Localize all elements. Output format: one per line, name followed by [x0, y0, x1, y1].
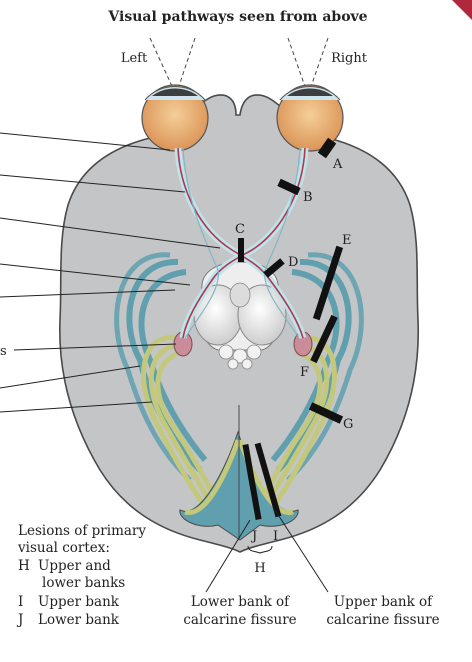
lesion-label-h: H — [254, 561, 265, 576]
diagram-title: Visual pathways seen from above — [107, 9, 367, 25]
lesion-j — [242, 444, 262, 520]
legend-key-j: J — [16, 612, 23, 628]
lower-bank-label-line2: calcarine fissure — [183, 612, 296, 628]
legend-text-i: Upper bank — [38, 594, 120, 610]
lesions — [238, 137, 344, 520]
h-brace — [247, 545, 273, 554]
left-pointer-lines — [0, 132, 221, 413]
upper-bank-label-line2: calcarine fissure — [326, 612, 439, 628]
lesion-b — [277, 178, 301, 196]
lesion-c — [238, 238, 244, 262]
lesion-d — [263, 258, 285, 278]
radiation-teal-inner — [114, 252, 364, 482]
legend-key-h: H — [18, 558, 30, 574]
legend-key-i: I — [18, 594, 23, 610]
legend-text-h: Upper and — [38, 558, 111, 574]
legend-text-h-cont: lower banks — [42, 575, 125, 591]
lesion-label-f: F — [300, 365, 309, 380]
lesion-label-g: G — [343, 417, 353, 432]
lesion-label-c: C — [235, 222, 245, 237]
right-eye — [276, 84, 344, 152]
upper-bank-label-line1: Upper bank of — [334, 594, 433, 610]
lesion-a — [317, 137, 337, 159]
left-label: Left — [121, 51, 148, 66]
lesion-label-a: A — [332, 157, 343, 172]
lesion-label-e: E — [342, 233, 352, 248]
lesion-e — [312, 245, 344, 321]
lesion-label-d: D — [288, 255, 298, 270]
lesion-i — [254, 442, 282, 518]
lower-bank-leader — [205, 519, 251, 593]
lesion-label-i: I — [273, 529, 278, 544]
lesion-label-b: B — [303, 190, 313, 205]
corner-accent — [452, 0, 472, 20]
legend-text-j: Lower bank — [38, 612, 120, 628]
left-cutoff-label: s — [0, 344, 7, 359]
right-label: Right — [331, 51, 368, 66]
lesion-f — [310, 314, 338, 364]
legend-title-line1: Lesions of primary — [18, 523, 146, 539]
thalamus — [193, 261, 287, 370]
cortex-olive-left — [184, 439, 241, 515]
upper-bank-leader — [274, 509, 329, 593]
legend-title-line2: visual cortex: — [17, 540, 110, 556]
lesion-label-j: J — [250, 529, 257, 544]
lesion-g — [308, 402, 344, 424]
lower-bank-label-line1: Lower bank of — [191, 594, 290, 610]
left-eye — [141, 84, 209, 152]
legend: Lesions of primary visual cortex: H Uppe… — [16, 523, 146, 628]
